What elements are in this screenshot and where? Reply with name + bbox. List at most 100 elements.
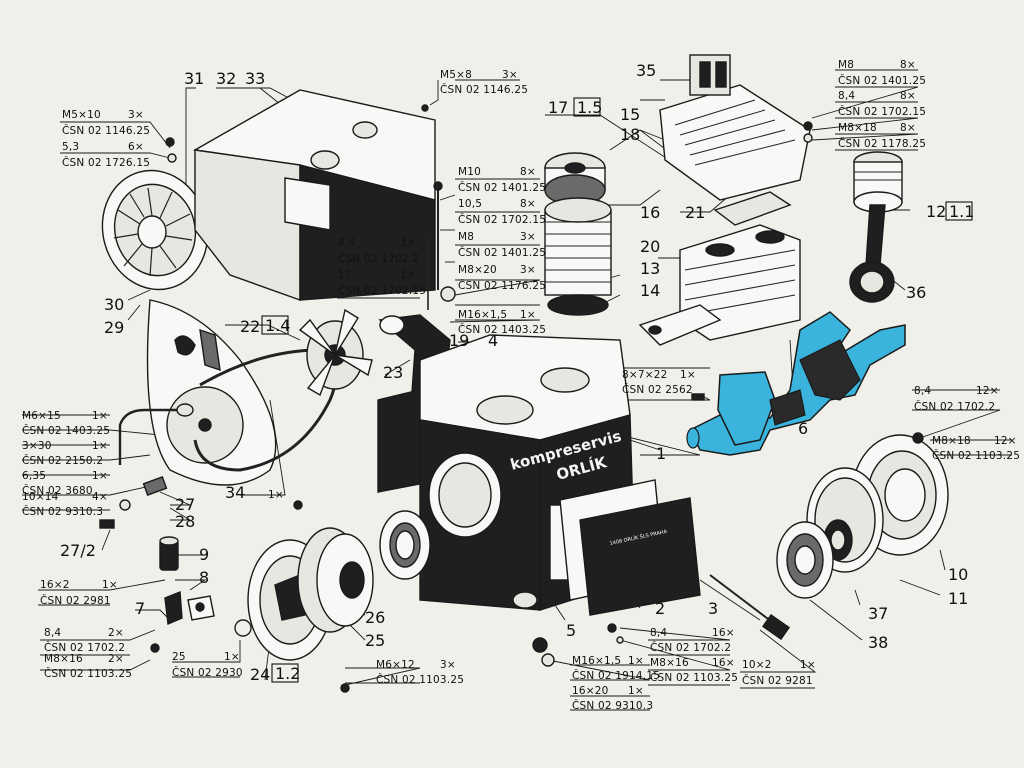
- valve-plate-part-20: [679, 224, 801, 341]
- spec-16x2: 16×2: [40, 579, 70, 591]
- bearing-part-38: [776, 521, 834, 599]
- crankshaft-part-6: [686, 311, 906, 456]
- label-32: 32: [216, 69, 236, 88]
- spec-84e-std: ČSN 02 1702.2: [650, 641, 731, 654]
- fan-blade-part: [298, 308, 373, 397]
- spec-m8b-std: ČSN 02 1401.25: [838, 74, 926, 87]
- label-11: 11: [948, 589, 968, 608]
- label-9: 9: [199, 545, 209, 564]
- spec-16x2-std: ČSN 02 2981: [40, 594, 111, 607]
- spec-3x30-std: ČSN 02 2150.2: [22, 454, 103, 467]
- connecting-rod-part-36: [849, 204, 895, 303]
- spec-635-qty: 1×: [92, 470, 108, 482]
- label-14: 14: [640, 281, 660, 300]
- label-13: 13: [640, 259, 660, 278]
- cylinder-part-13: [544, 197, 612, 316]
- label-22: 22: [240, 317, 260, 336]
- spec-m6x15-qty: 1×: [92, 410, 108, 422]
- spec-10x2: 10×2: [742, 659, 772, 671]
- spec-m8x18a-qty: 8×: [900, 122, 916, 134]
- fan-shroud-part-32-33: [192, 89, 436, 301]
- spec-53: 5,3: [62, 141, 79, 153]
- label-26: 26: [365, 608, 385, 627]
- spec-8x7-qty: 1×: [680, 369, 696, 381]
- label-1: 1: [656, 444, 666, 463]
- spec-10x2-qty: 1×: [800, 659, 816, 671]
- spec-10x14: 10×14: [22, 491, 59, 503]
- spec-m8b: M8: [838, 59, 854, 71]
- spec-m5x8-qty: 3×: [502, 69, 518, 81]
- spec-3x30-qty: 1×: [92, 440, 108, 452]
- label-27-2: 27/2: [60, 541, 96, 560]
- cylinder-head-part-15: [659, 54, 811, 201]
- spec-25-std: ČSN 02 2930: [172, 666, 243, 679]
- spec-m16b-qty: 1×: [628, 655, 644, 667]
- label-10: 10: [948, 565, 968, 584]
- spec-84e-qty: 16×: [712, 627, 735, 639]
- spec-8x7-std: ČSN 02 2562: [622, 383, 693, 396]
- label-29: 29: [104, 318, 124, 337]
- label-5: 5: [566, 621, 576, 640]
- label-19: 19: [449, 331, 469, 350]
- gasket-part-21: [713, 191, 792, 226]
- label-27: 27: [175, 495, 195, 514]
- spec-84c: 8,4: [914, 385, 931, 397]
- label-2: 2: [655, 599, 665, 618]
- spec-m6x15: M6×15: [22, 410, 61, 422]
- spec-16x20-qty: 1×: [628, 685, 644, 697]
- label-36: 36: [906, 283, 926, 302]
- label-12b-box: [945, 201, 973, 221]
- spec-m8x18a-std: ČSN 02 1178.25: [838, 137, 926, 150]
- spec-10x2-std: ČSN 02 9281: [742, 674, 813, 687]
- label-4: 4: [488, 331, 498, 350]
- label-33: 33: [245, 69, 265, 88]
- label-22b-box: [261, 315, 289, 335]
- spec-84c-qty: 12×: [976, 385, 999, 397]
- spec-m8x20: M8×20: [458, 264, 497, 276]
- label-34: 34: [225, 483, 245, 502]
- spec-m8x18b: M8×18: [932, 435, 971, 447]
- spec-m8x18a: M8×18: [838, 122, 877, 134]
- spec-53-std: ČSN 02 1726.15: [62, 156, 150, 169]
- spec-84a-std: ČSN 02 1702.2: [338, 252, 419, 265]
- spec-m10: M10: [458, 166, 481, 178]
- spec-m8x18b-qty: 12×: [994, 435, 1017, 447]
- spec-10x14-std: ČSN 02 9310.3: [22, 505, 103, 518]
- spec-m5x10: M5×10: [62, 109, 101, 121]
- spec-m16a-qty: 1×: [520, 309, 536, 321]
- label-23: 23: [383, 363, 403, 382]
- spec-m8a-qty: 3×: [520, 231, 536, 243]
- label-34-qty: 1×: [268, 489, 284, 501]
- label-17b-box: [573, 97, 601, 117]
- spec-17: 17: [338, 269, 352, 281]
- spec-m6x12-qty: 3×: [440, 659, 456, 671]
- spec-53-qty: 6×: [128, 141, 144, 153]
- spec-m5x8: M5×8: [440, 69, 472, 81]
- fitting-part-27-28: [99, 476, 168, 529]
- spec-m16a-std: ČSN 02 1403.25: [458, 323, 546, 336]
- label-20: 20: [640, 237, 660, 256]
- label-17b: 1.5: [577, 98, 602, 117]
- spec-105: 10,5: [458, 198, 482, 210]
- hardware-studs: [150, 104, 924, 693]
- spec-84a: 8,4: [338, 237, 355, 249]
- spec-m6x12: M6×12: [376, 659, 415, 671]
- label-7: 7: [135, 599, 145, 618]
- spec-84a-qty: 3×: [400, 237, 416, 249]
- oil-filler-part-9: [159, 536, 179, 571]
- spec-m8x16a-std: ČSN 02 1103.25: [44, 667, 132, 680]
- oil-pipe-part: [118, 403, 194, 465]
- spec-84d-qty: 2×: [108, 627, 124, 639]
- label-30: 30: [104, 295, 124, 314]
- spec-m6x15-std: ČSN 02 1403.25: [22, 424, 110, 437]
- label-6: 6: [798, 419, 808, 438]
- spec-8x7: 8×7×22: [622, 369, 668, 381]
- spec-635-std: ČSN 02 3680: [22, 484, 93, 497]
- piston-part-12: [853, 151, 903, 213]
- spec-m8x16b-qty: 16×: [712, 657, 735, 669]
- spec-25-qty: 1×: [224, 651, 240, 663]
- spec-84b: 8,4: [838, 90, 855, 102]
- belt-guard-part-29: [146, 299, 277, 486]
- spec-m8x16b-std: ČSN 02 1103.25: [650, 671, 738, 684]
